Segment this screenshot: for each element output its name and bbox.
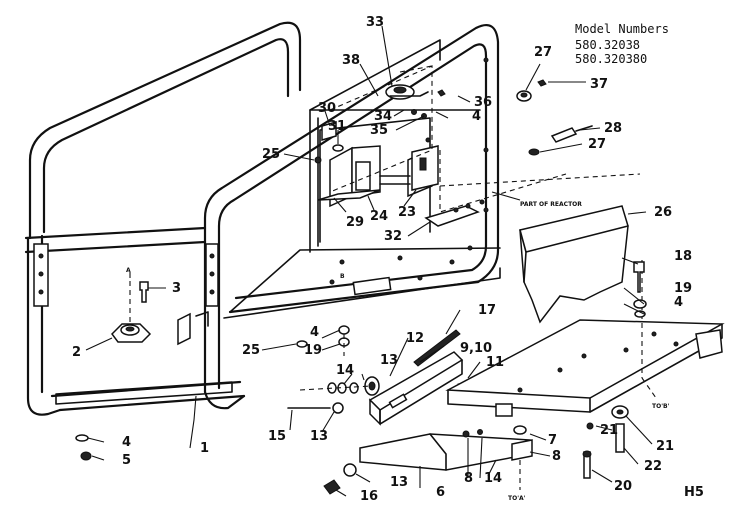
callout-35: 35 xyxy=(370,123,388,138)
callout-23: 23 xyxy=(398,205,416,220)
callout-22: 22 xyxy=(644,459,662,474)
callout-6: 6 xyxy=(436,485,445,500)
callout-13-lower: 13 xyxy=(390,475,408,490)
callout-36: 36 xyxy=(474,95,492,110)
caster-hardware xyxy=(582,261,647,479)
callout-13-upper: 13 xyxy=(380,353,398,368)
top-bracket-assembly xyxy=(385,84,446,119)
callout-34: 34 xyxy=(374,109,392,124)
callout-4-lower-left: 4 xyxy=(122,435,131,450)
callout-9-10: 9,10 xyxy=(460,341,492,356)
callout-12: 12 xyxy=(406,331,424,346)
callout-26: 26 xyxy=(654,205,672,220)
callout-27-lower: 27 xyxy=(588,137,606,152)
callout-31: 31 xyxy=(328,119,346,134)
callout-1: 1 xyxy=(200,441,209,456)
pan-tab xyxy=(177,312,191,346)
reactor-shield xyxy=(519,205,629,324)
callout-21-left: 21 xyxy=(600,423,618,438)
page-code: H5 xyxy=(684,485,704,500)
callout-14-lower: 14 xyxy=(484,471,502,486)
callout-5: 5 xyxy=(122,453,131,468)
callout-4-upper: 4 xyxy=(472,109,481,124)
callout-33: 33 xyxy=(366,15,384,30)
callout-16: 16 xyxy=(360,489,378,504)
axle-bracket-assembly xyxy=(287,329,483,426)
callout-13-mid: 13 xyxy=(310,429,328,444)
upper-rear-hardware xyxy=(314,121,344,164)
mark-a-top: A xyxy=(126,267,131,274)
vibration-mount: A xyxy=(111,267,152,343)
callout-3: 3 xyxy=(172,281,181,296)
callout-25-pan: 25 xyxy=(242,343,260,358)
callout-2: 2 xyxy=(72,345,81,360)
callout-32: 32 xyxy=(384,229,402,244)
callout-7: 7 xyxy=(548,433,557,448)
reactor-bracket xyxy=(424,199,485,227)
callout-15: 15 xyxy=(268,429,286,444)
lower-bracket: TO'A' xyxy=(359,425,533,502)
model-numbers-heading: Model Numbers xyxy=(575,22,669,36)
to-a: TO'A' xyxy=(508,495,526,502)
reactor-note: PART OF REACTOR xyxy=(520,201,582,208)
callout-11: 11 xyxy=(486,355,504,370)
callout-17: 17 xyxy=(478,303,496,318)
handle-rail: TO'B' xyxy=(445,260,725,417)
callout-21-right: 21 xyxy=(656,439,674,454)
callout-8-left: 8 xyxy=(464,471,473,486)
model-numbers-block: Model Numbers 580.32038 580.320380 xyxy=(575,22,669,66)
callout-30: 30 xyxy=(318,101,336,116)
callout-19-pan: 19 xyxy=(304,343,322,358)
model-number-2: 580.320380 xyxy=(575,52,647,66)
callout-29: 29 xyxy=(346,215,364,230)
callout-18: 18 xyxy=(674,249,692,264)
callout-25-upper: 25 xyxy=(262,147,280,162)
callout-27-upper: 27 xyxy=(534,45,552,60)
model-number-1: 580.32038 xyxy=(575,38,640,52)
to-b: TO'B' xyxy=(652,403,670,410)
callout-labels: 1 2 3 4 5 4 25 19 4 4 6 7 8 8 9,10 11 12… xyxy=(72,15,692,504)
mark-b: B xyxy=(340,273,345,280)
callout-14-upper: 14 xyxy=(336,363,354,378)
callout-20: 20 xyxy=(614,479,632,494)
callout-24: 24 xyxy=(370,209,388,224)
lower-fasteners xyxy=(323,463,357,495)
callout-37: 37 xyxy=(590,77,608,92)
callout-19-right: 19 xyxy=(674,281,692,296)
right-hardware xyxy=(516,79,593,156)
tubular-frame xyxy=(24,21,500,416)
callout-28: 28 xyxy=(604,121,622,136)
callout-4-pan: 4 xyxy=(310,325,319,340)
callout-38: 38 xyxy=(342,53,360,68)
engine-mount-brackets xyxy=(317,145,439,208)
callout-8-right: 8 xyxy=(552,449,561,464)
leader-lines xyxy=(85,25,653,497)
callout-4-right: 4 xyxy=(674,295,683,310)
dashed-bracket-outline xyxy=(329,65,433,193)
